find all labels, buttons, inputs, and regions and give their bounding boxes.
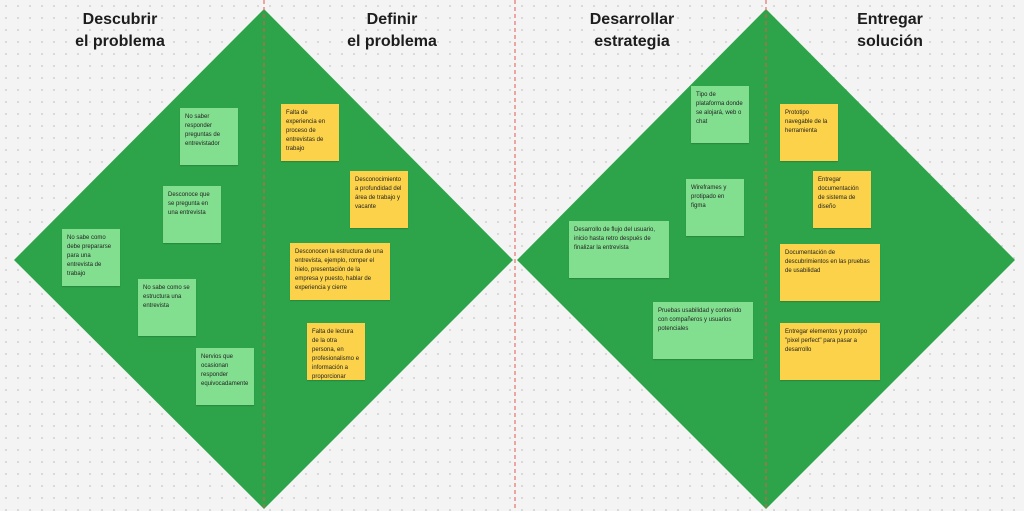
sticky-note[interactable]: Falta de experiencia en proceso de entre… [281, 104, 339, 161]
sticky-note[interactable]: Desconocen la estructura de una entrevis… [290, 243, 390, 300]
sticky-note[interactable]: Prototipo navegable de la herramienta [780, 104, 838, 161]
phase-title-define: Definir el problema [347, 11, 437, 50]
sticky-note[interactable]: Wireframes y protipado en figma [686, 179, 744, 236]
sticky-note[interactable]: Entregar elementos y prototipo "pixel pe… [780, 323, 880, 380]
phase-title-discover: Descubrir el problema [75, 11, 165, 50]
sticky-note[interactable]: Falta de lectura de la otra persona, en … [307, 323, 365, 380]
phase-title-deliver: Entregar solución [857, 11, 923, 50]
sticky-note[interactable]: Pruebas usabilidad y contenido con compa… [653, 302, 753, 359]
sticky-note[interactable]: Desconoce que se pregunta en una entrevi… [163, 186, 221, 243]
sticky-note[interactable]: Desconocimiento a profundidad del área d… [350, 171, 408, 228]
sticky-note[interactable]: Desarrollo de flujo del usuario, inicio … [569, 221, 669, 278]
phase-title-develop: Desarrollar estrategia [589, 11, 675, 50]
sticky-note[interactable]: Documentación de descubrimientos en las … [780, 244, 880, 301]
sticky-note[interactable]: Tipo de plataforma donde se alojará, web… [691, 86, 749, 143]
sticky-note[interactable]: No sabe como se estructura una entrevist… [138, 279, 196, 336]
sticky-note[interactable]: Nervios que ocasionan responder equivoca… [196, 348, 254, 405]
sticky-note[interactable]: No saber responder preguntas de entrevis… [180, 108, 238, 165]
sticky-note[interactable]: No sabe como debe prepararse para una en… [62, 229, 120, 286]
sticky-note[interactable]: Entregar documentación de sistema de dis… [813, 171, 871, 228]
